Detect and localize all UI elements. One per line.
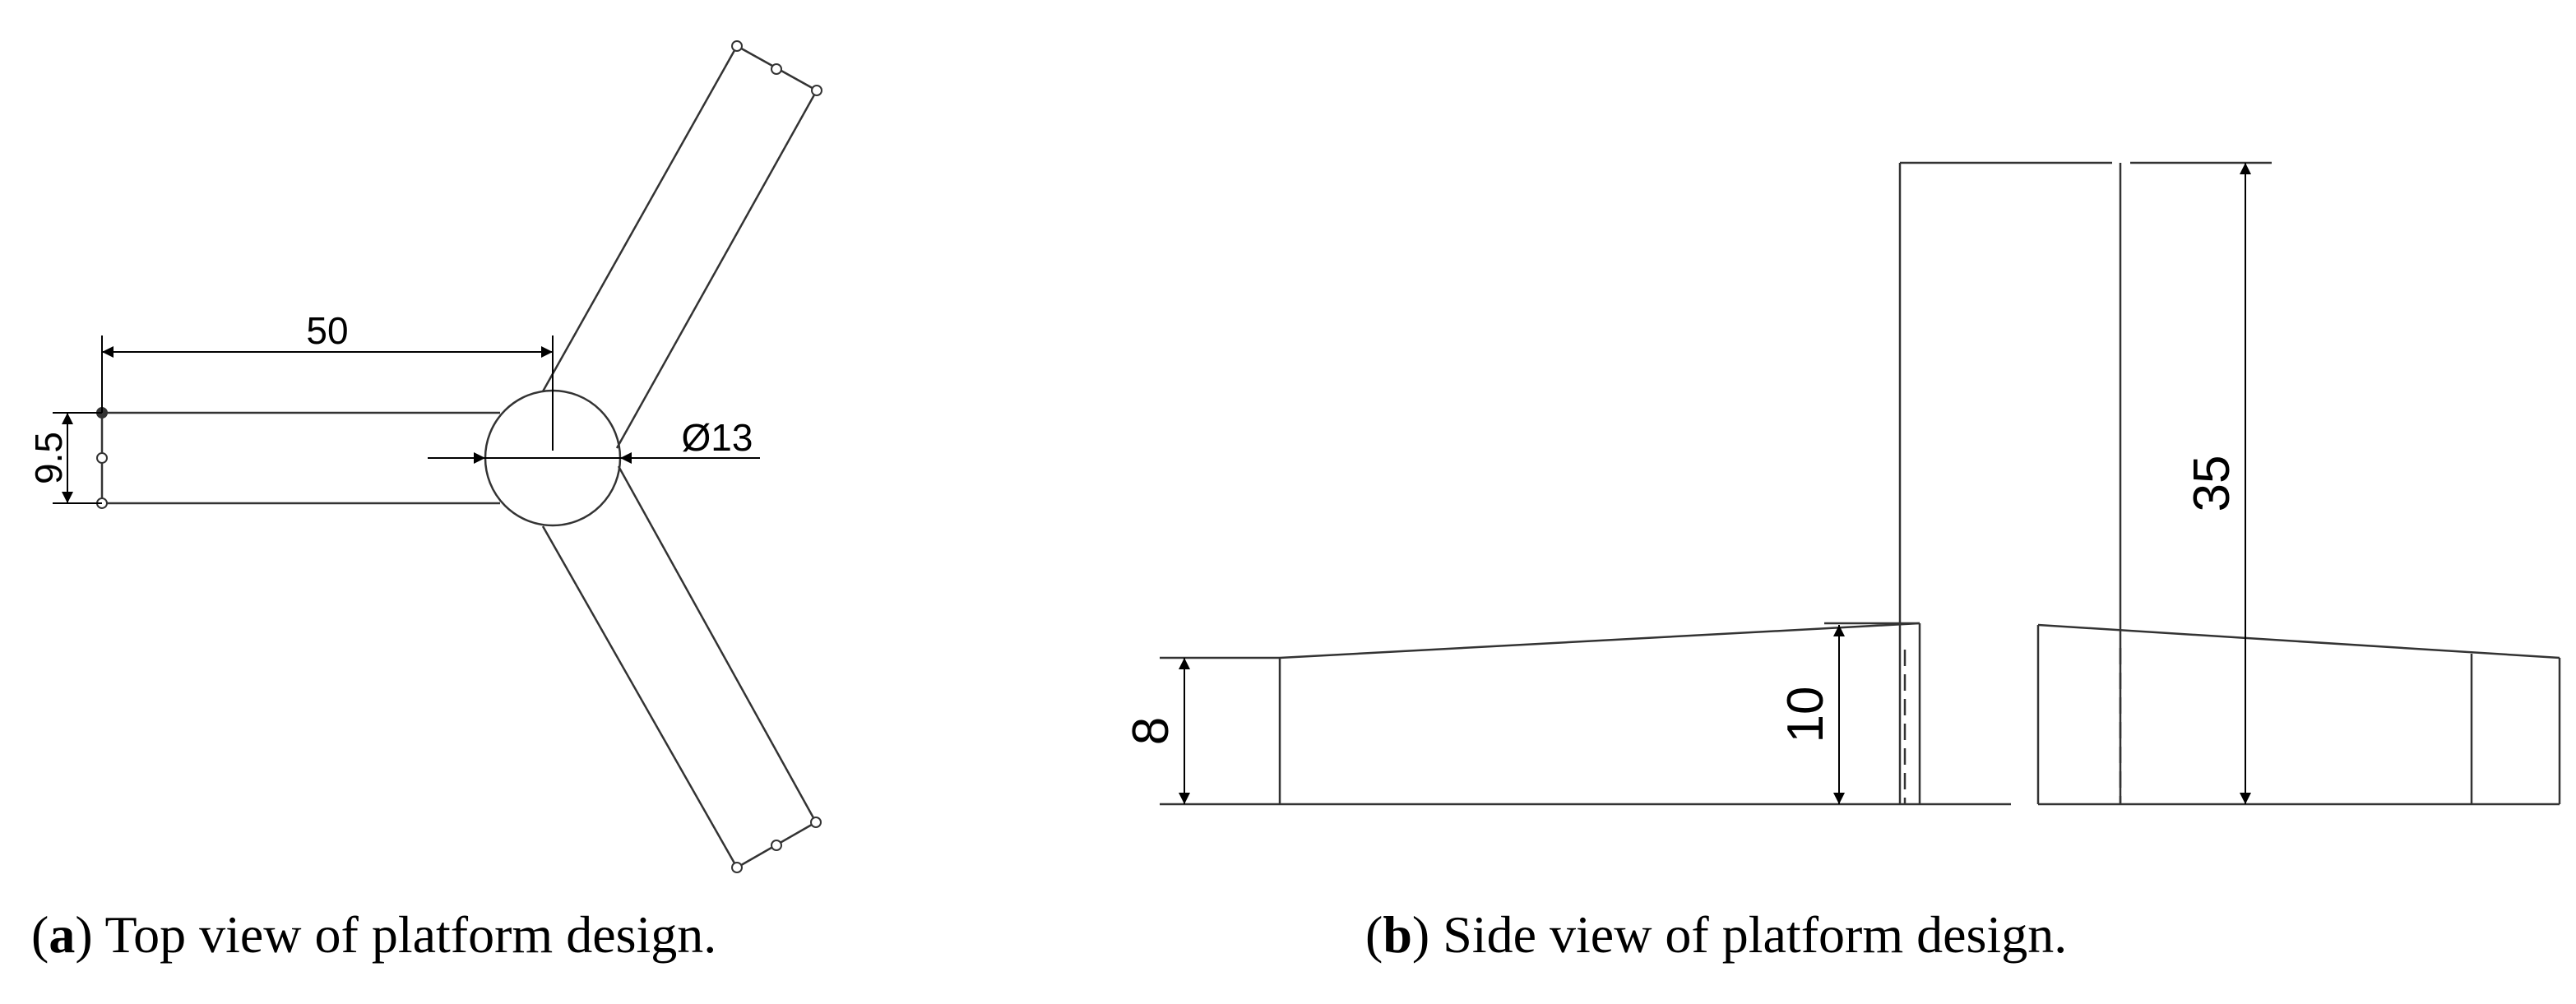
dim-label-10: 10 <box>1777 687 1834 743</box>
dim-label-8: 8 <box>1123 717 1179 745</box>
caption-text-a: Top view of platform design. <box>92 905 717 964</box>
top-view-dimensions <box>53 335 760 504</box>
arm-lower-left-edge <box>541 525 739 868</box>
dim-label-35: 35 <box>2184 456 2240 512</box>
caption-letter-a: a <box>49 905 76 964</box>
arm-upper-right-edge <box>615 90 818 449</box>
arm-lower-right-edge <box>617 465 818 823</box>
caption-side-view: (b) Side view of platform design. <box>1365 905 2068 964</box>
construction-nodes <box>96 40 822 873</box>
arm-upper-left-edge <box>541 45 739 392</box>
dim-label-diameter: Ø13 <box>682 416 753 459</box>
side-view-drawing <box>1160 161 2561 806</box>
top-view-drawing <box>100 44 818 869</box>
right-base-slope <box>2037 623 2560 659</box>
caption-top-view: (a) Top view of platform design. <box>31 905 717 964</box>
caption-letter-b: b <box>1383 905 1412 964</box>
dim-label-50: 50 <box>306 309 348 352</box>
left-base-slope <box>1279 622 1920 659</box>
caption-text-b: Side view of platform design. <box>1429 905 2068 964</box>
dim-label-9-5: 9.5 <box>27 432 70 484</box>
hidden-lines <box>1903 648 2122 804</box>
side-view-dimensions <box>1179 163 2251 804</box>
